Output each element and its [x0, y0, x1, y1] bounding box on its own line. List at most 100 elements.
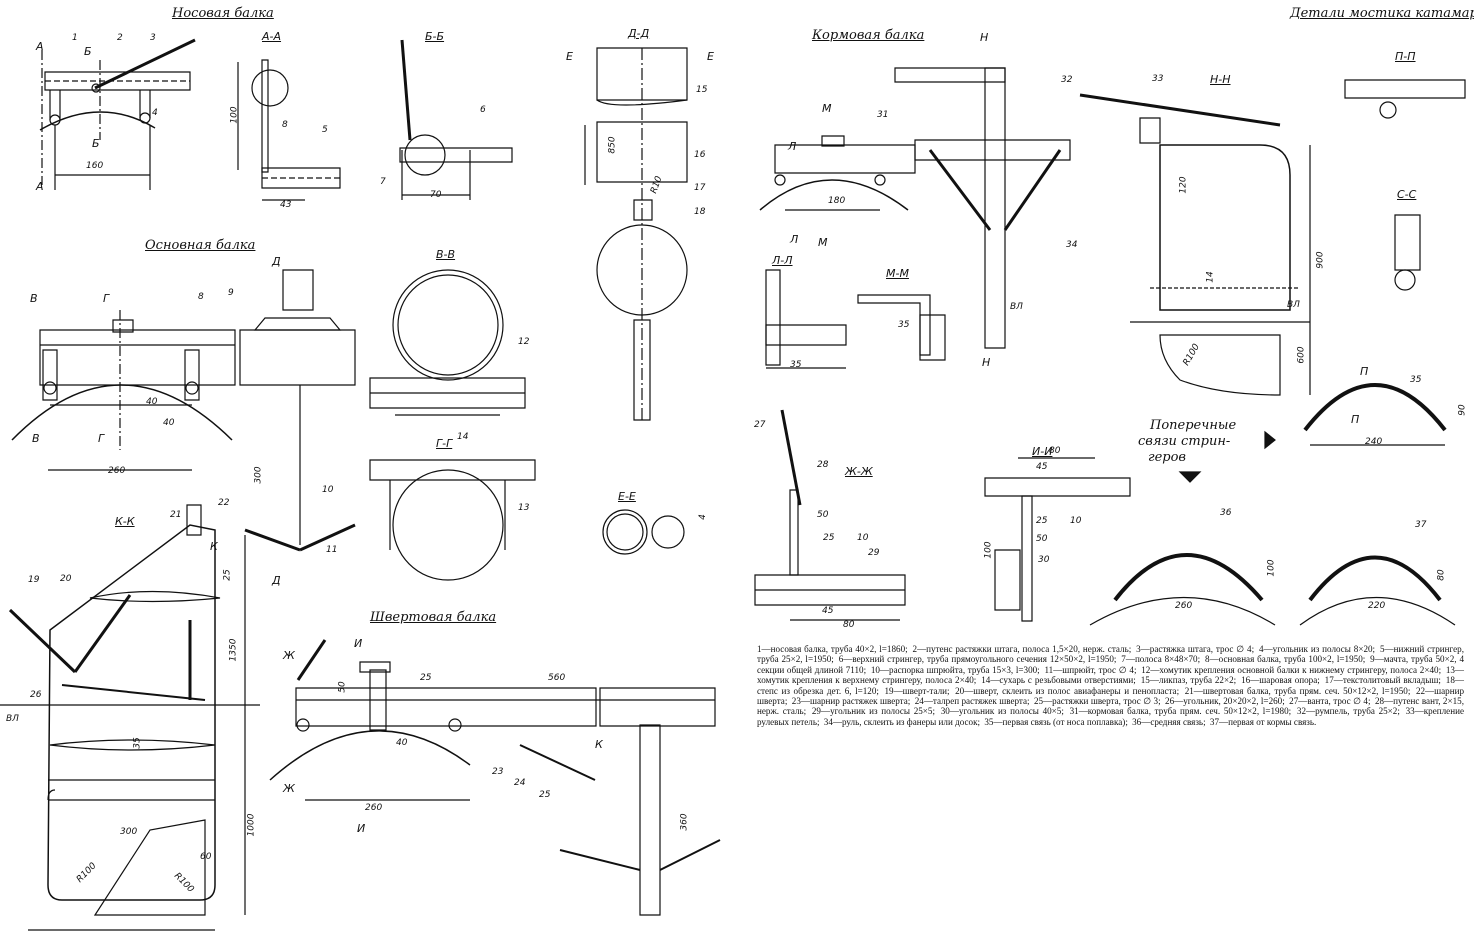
- legend-entry: 8—основная балка, труба 100×2, l=1950;: [1205, 654, 1369, 665]
- callout-32: 32: [1061, 75, 1073, 85]
- section-ll-mm-drawing: [766, 270, 945, 368]
- cut-letter-m-bottom: М: [818, 236, 828, 249]
- dim-nn-900: 900: [1315, 251, 1326, 269]
- dim-nose-160: 160: [86, 161, 104, 171]
- legend-entry: 14—сухарь с резьбовыми отверстиями;: [981, 675, 1139, 686]
- dim-kk-1000: 1000: [246, 813, 257, 837]
- section-dd-label: Д-Д: [628, 27, 650, 40]
- legend-entry: 1—носовая балка, труба 40×2, l=1860;: [757, 644, 911, 654]
- dim-zh-50: 50: [817, 510, 829, 520]
- legend-entry: 17—текстолитовый вкладыш;: [1324, 675, 1444, 686]
- callout-16: 16: [694, 150, 706, 160]
- legend-entry: 9—мачта, труба 50×2, 4 секции общей длин…: [757, 654, 1464, 675]
- nose-beam-drawing: [40, 40, 195, 190]
- callout-6: 6: [480, 105, 486, 115]
- nose-beam-title: Носовая балка: [172, 6, 274, 21]
- section-gg-label: Г-Г: [436, 437, 453, 450]
- legend-entry: 24—талреп растяжек шверта;: [914, 696, 1032, 707]
- section-pp-ss-drawing: [1345, 80, 1465, 290]
- dim-ee-4: 4: [697, 514, 708, 520]
- cut-letter-m-top: М: [822, 102, 832, 115]
- callout-25: 25: [539, 790, 551, 800]
- callout-13: 13: [518, 503, 530, 513]
- cut-letter-g-top: Г: [103, 292, 110, 305]
- dim-zh-25: 25: [823, 533, 835, 543]
- dim-sb-260: 260: [365, 803, 383, 813]
- section-ee-drawing: [603, 510, 684, 554]
- legend-entry: 7—полоса 8×48×70;: [1121, 654, 1204, 665]
- dim-pp-90: 90: [1457, 404, 1468, 416]
- sheet-beam-title: Швертовая балка: [370, 610, 497, 625]
- legend-entry: 21—швертовая балка, труба прям. сеч. 50×…: [1184, 685, 1414, 696]
- cut-letter-v-bottom: В: [32, 432, 40, 445]
- dim-pp-240: 240: [1365, 437, 1383, 447]
- callout-12: 12: [518, 337, 530, 347]
- legend-entry: 25—растяжки шверта, трос ∅ 3;: [1033, 696, 1164, 707]
- callout-7: 7: [380, 177, 386, 187]
- callout-23: 23: [492, 767, 504, 777]
- legend-entry: 12—хомутик крепления основной балки к ни…: [1141, 664, 1444, 675]
- callout-36: 36: [1220, 508, 1232, 518]
- cut-letter-e-left: Е: [566, 50, 573, 63]
- cut-letter-b-top: Б: [84, 45, 92, 58]
- parts-legend: 1—носовая балка, труба 40×2, l=1860; 2—п…: [757, 644, 1464, 727]
- section-kk-drawing: [0, 505, 260, 930]
- dim-ii-100: 100: [983, 541, 994, 559]
- cut-letter-v-top: В: [30, 292, 38, 305]
- legend-entry: 19—шверт-тали;: [884, 685, 954, 696]
- dim-zh-10: 10: [857, 533, 869, 543]
- legend-entry: 11—шпрюйт, трос ∅ 4;: [1044, 664, 1140, 675]
- section-bb-drawing: [400, 40, 512, 200]
- callout-34: 34: [1066, 240, 1078, 250]
- section-nn-label: Н-Н: [1210, 73, 1231, 86]
- legend-entry: 30—угольник из полосы 40×5;: [940, 706, 1068, 717]
- legend-entry: 31—кормовая балка, труба прям. сеч. 50×1…: [1069, 706, 1295, 717]
- callout-29: 29: [868, 548, 880, 558]
- section-gg-drawing: [370, 460, 535, 580]
- section-ii-label: И-И: [1032, 445, 1053, 458]
- callout-17: 17: [694, 183, 706, 193]
- main-beam-title: Основная балка: [145, 238, 256, 253]
- callout-5: 5: [322, 125, 328, 135]
- legend-entry: 15—ликпаз, труба 22×2;: [1140, 675, 1240, 686]
- legend-entry: 5—нижний стрингер, труба 25×2, l=1950;: [757, 644, 1464, 665]
- dim-st-180: 180: [828, 196, 846, 206]
- section-ll-label: Л-Л: [772, 254, 793, 267]
- dim-main-260: 260: [108, 466, 126, 476]
- cut-letter-e-right: Е: [707, 50, 714, 63]
- legend-entry: 33—крепление рулевых петель;: [757, 706, 1464, 727]
- callout-26: 26: [30, 690, 42, 700]
- section-kk-label: К-К: [115, 515, 135, 528]
- legend-entry: 34—руль, склеить из фанеры или досок;: [823, 716, 983, 727]
- legend-entry: 26—угольник, 20×20×2, l=260;: [1165, 696, 1288, 707]
- dim-mm-35: 35: [898, 320, 910, 330]
- legend-entry: 35—первая связь (от носа поплавка);: [984, 716, 1131, 727]
- callout-30: 30: [1038, 555, 1050, 565]
- dim-aa-43: 43: [280, 200, 292, 210]
- callout-14: 14: [457, 432, 469, 442]
- cross-links-title-1: Поперечные: [1150, 418, 1237, 433]
- waterline-label-rudder: ВЛ: [1010, 302, 1023, 312]
- callout-21: 21: [170, 510, 182, 520]
- cross-links-title-2: связи стрин-: [1138, 434, 1231, 449]
- cut-letter-zh-top: Ж: [283, 649, 295, 662]
- dim-kk-60: 60: [200, 852, 212, 862]
- dim-nn-600: 600: [1296, 346, 1307, 364]
- sheet-title: Детали мостика катамарана: [1290, 6, 1474, 21]
- legend-entry: 22—шарнир шверта;: [757, 685, 1464, 707]
- legend-entry: 36—средняя связь;: [1132, 716, 1208, 727]
- dim-c37-80: 80: [1436, 569, 1447, 581]
- callout-33: 33: [1152, 74, 1164, 84]
- legend-entry: 28—путенс вант, 2×15, нерж. сталь;: [757, 696, 1464, 717]
- cut-letter-p-top: П: [1360, 365, 1369, 378]
- legend-entry: 13—хомутик крепления к верхнему стрингер…: [757, 664, 1465, 686]
- section-zhzh-drawing: [755, 410, 905, 620]
- callout-9: 9: [228, 288, 234, 298]
- legend-entry: 37—первая от кормы связь.: [1209, 716, 1317, 727]
- callout-24: 24: [514, 778, 526, 788]
- waterline-label: ВЛ: [6, 714, 19, 724]
- dim-nn-14: 14: [1205, 271, 1216, 283]
- cut-letter-b-bottom: Б: [92, 137, 100, 150]
